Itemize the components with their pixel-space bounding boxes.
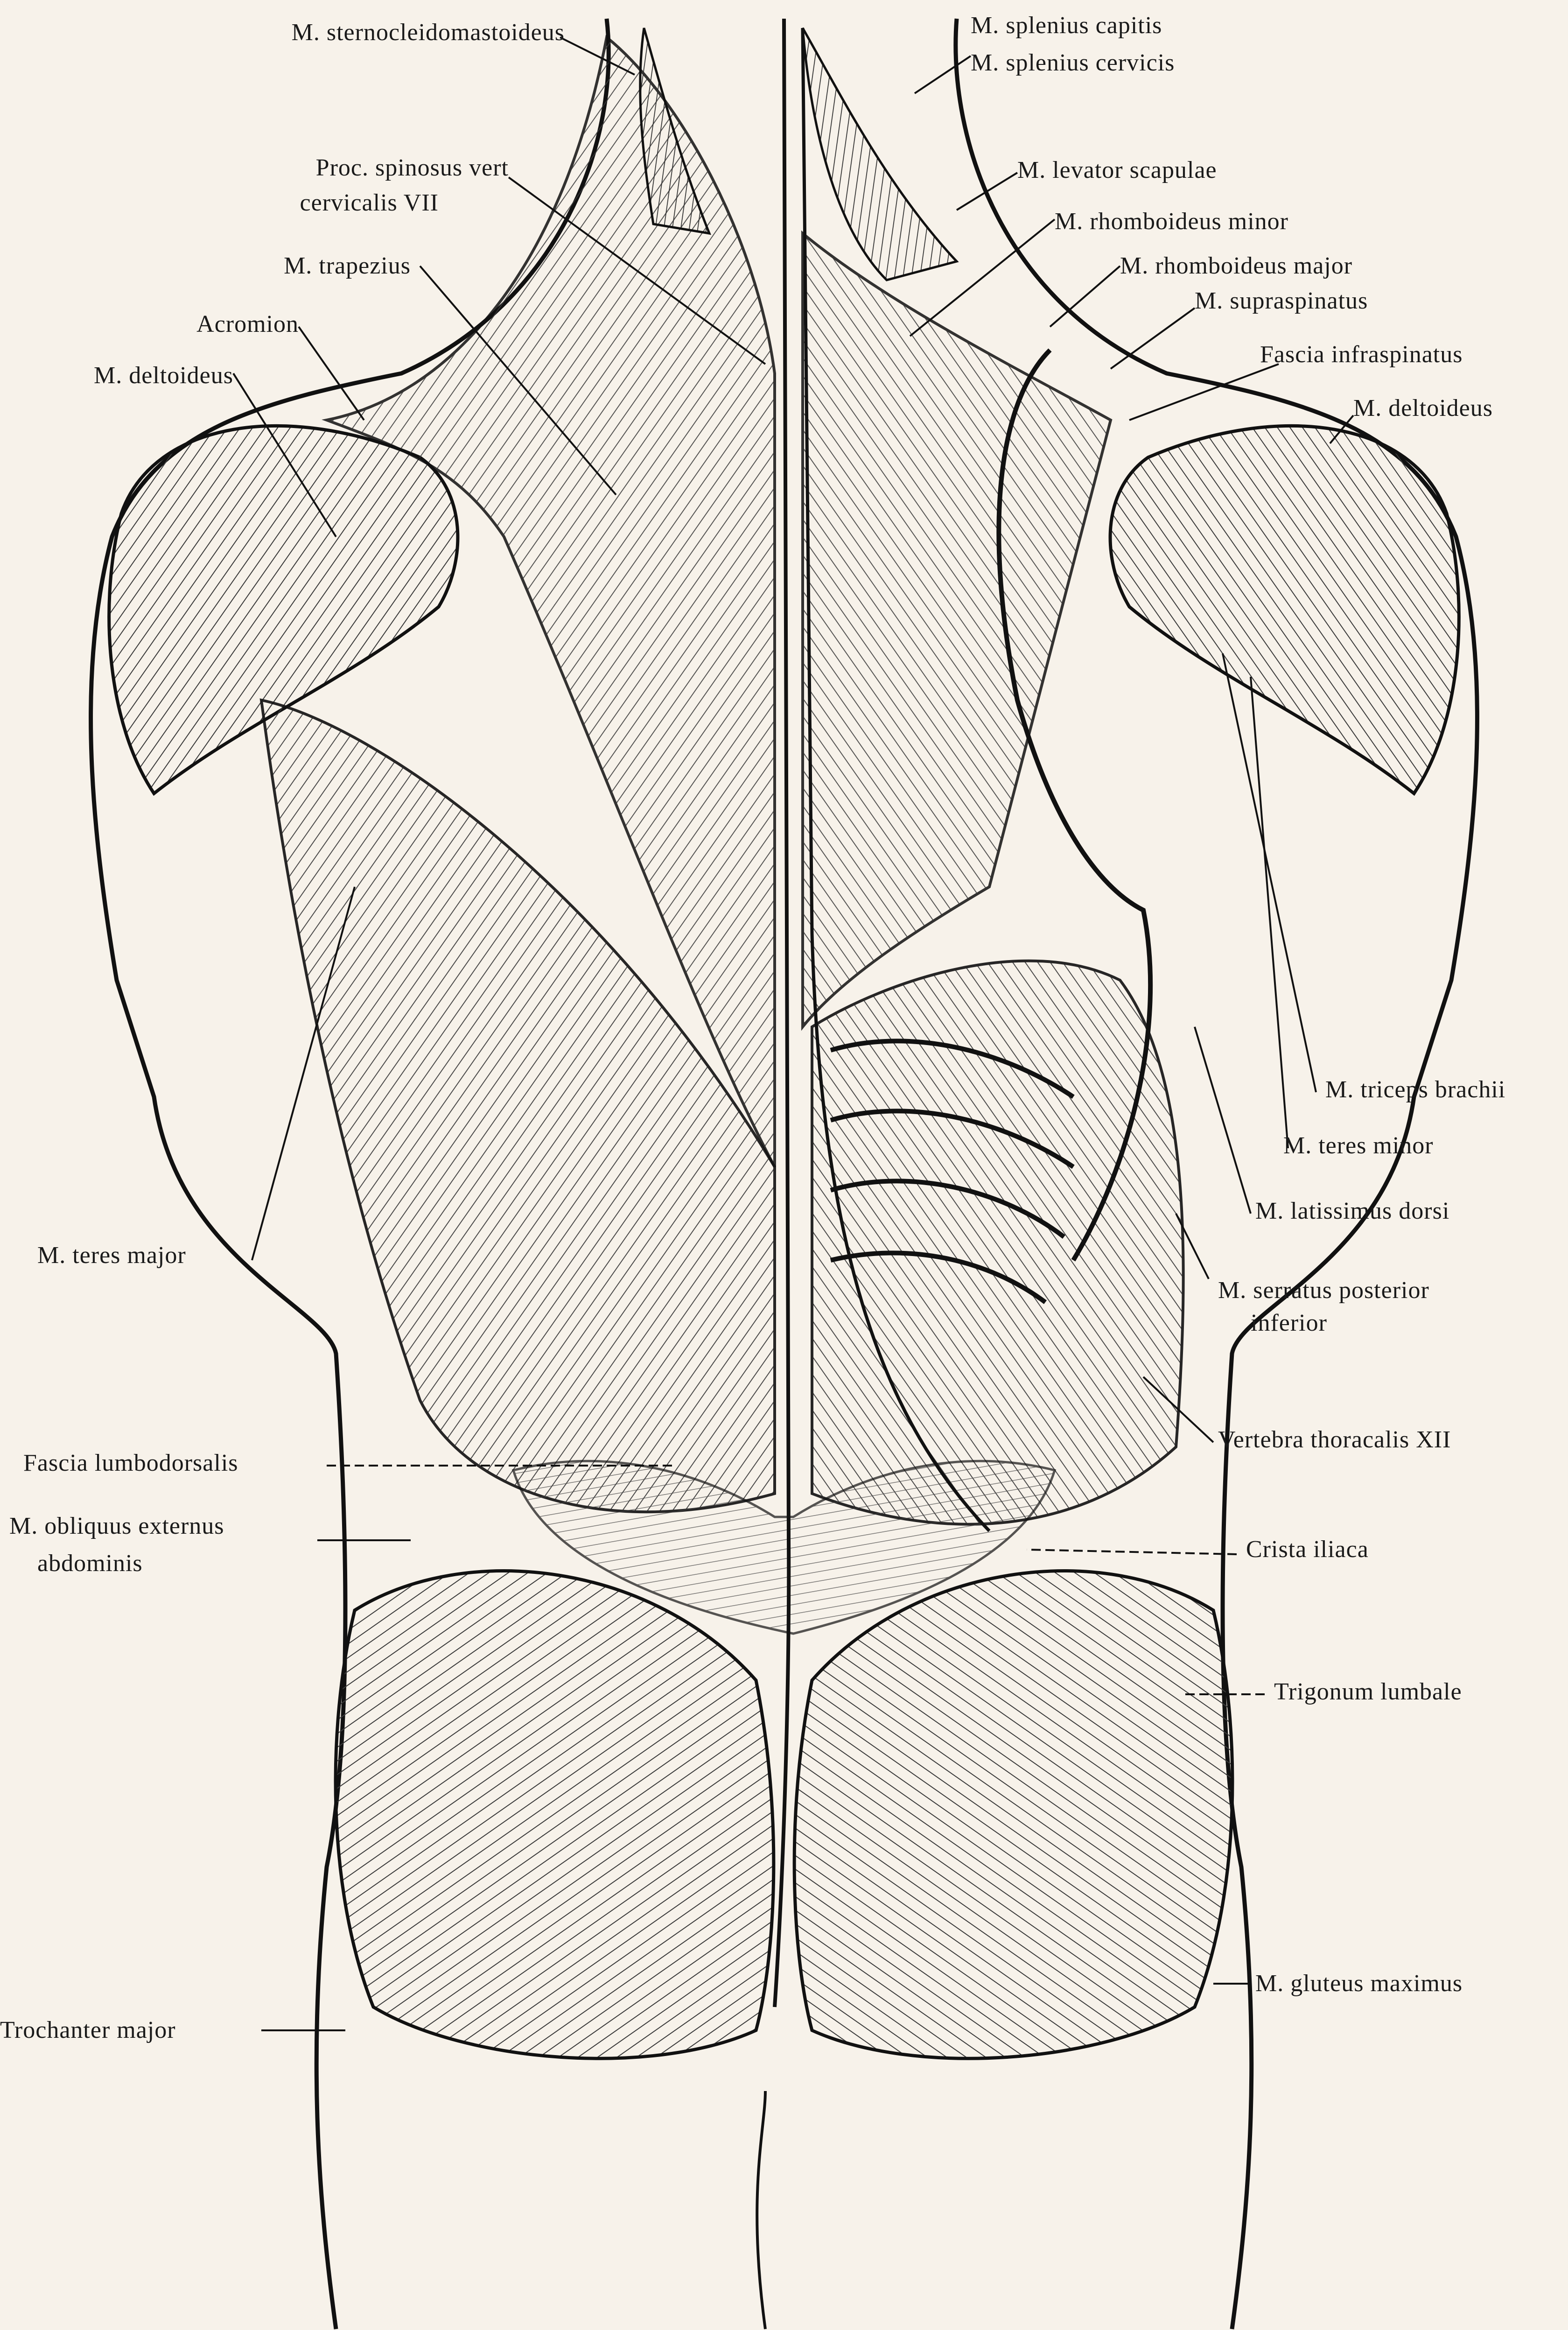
label-latissimus-dorsi: M. latissimus dorsi [1255, 1198, 1450, 1224]
lower-back-right [811, 959, 1185, 1526]
label-fascia-infraspinatus: Fascia infraspinatus [1260, 341, 1463, 368]
label-proc-spinosus-line2: cervicalis VII [300, 189, 439, 216]
label-deltoideus-right: M. deltoideus [1353, 395, 1493, 421]
neck-left [639, 28, 711, 235]
label-serratus-line2: inferior [1251, 1310, 1327, 1336]
body-outline [89, 18, 1479, 2330]
label-teres-major: M. teres major [37, 1242, 186, 1269]
label-deltoideus-left: M. deltoideus [94, 362, 233, 389]
lumbar-fascia [511, 1460, 1057, 1635]
label-crista-iliaca: Crista iliaca [1246, 1536, 1369, 1563]
trapezius-left [322, 35, 776, 1168]
scapula-right [996, 348, 1153, 1262]
deltoid-left [107, 424, 460, 796]
deltoid-right [1108, 424, 1461, 796]
spine-line [773, 18, 791, 2007]
label-fascia-lumbodorsalis: Fascia lumbodorsalis [23, 1450, 238, 1476]
label-serratus-line1: M. serratus posterior [1218, 1277, 1429, 1304]
gluteus-left [334, 1569, 776, 2060]
label-splenius-cervicis: M. splenius cervicis [971, 49, 1175, 76]
label-trapezius: M. trapezius [284, 253, 411, 279]
gluteus-right [792, 1569, 1234, 2060]
label-acromion: Acromion [196, 311, 299, 337]
leader-lines [232, 36, 1354, 2031]
ribs-right [830, 1039, 1075, 1305]
label-supraspinatus: M. supraspinatus [1195, 288, 1368, 314]
label-gluteus-maximus: M. gluteus maximus [1255, 1970, 1463, 1997]
label-trochanter-major: Trochanter major [0, 2017, 176, 2043]
label-sternocleidomastoideus: M. sternocleidomastoideus [291, 19, 565, 46]
label-trigonum-lumbale: Trigonum lumbale [1274, 1678, 1462, 1705]
label-obliquus-line2: abdominis [37, 1550, 143, 1577]
rhomboid-right [801, 230, 1113, 1031]
label-vertebra-thoracalis: Vertebra thoracalis XII [1218, 1426, 1451, 1453]
label-teres-minor: M. teres minor [1283, 1132, 1434, 1159]
label-levator-scapulae: M. levator scapulae [1017, 157, 1217, 183]
label-rhomboideus-minor: M. rhomboideus minor [1055, 208, 1288, 235]
label-splenius-capitis: M. splenius capitis [971, 12, 1162, 39]
neck-right [801, 27, 959, 281]
label-rhomboideus-major: M. rhomboideus major [1120, 253, 1353, 279]
spine-right-contour [801, 28, 991, 1532]
label-triceps-brachii: M. triceps brachii [1325, 1076, 1506, 1103]
label-proc-spinosus-line1: Proc. spinosus vert [315, 154, 509, 181]
label-obliquus-line1: M. obliquus externus [9, 1513, 224, 1539]
